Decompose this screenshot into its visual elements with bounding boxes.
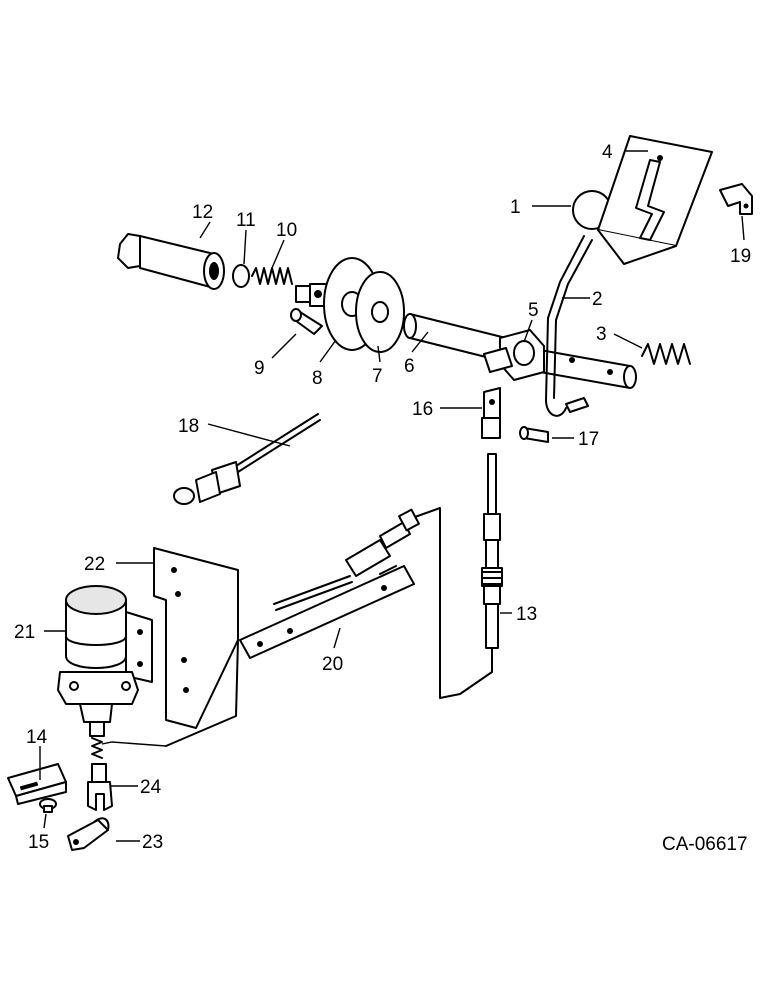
part-2-lever	[545, 235, 593, 417]
part-6-shaft	[403, 313, 637, 389]
callout-18: 18	[178, 416, 199, 437]
callout-16: 16	[412, 399, 433, 420]
callout-17: 17	[578, 429, 599, 450]
callout-4: 4	[602, 142, 613, 163]
callout-9: 9	[254, 358, 265, 379]
part-7-plate	[355, 271, 405, 353]
callout-labels: 1 2 3 4 5 6 7 8 9 10 11 12 13 14 15 16 1…	[14, 142, 751, 853]
callout-3: 3	[596, 324, 607, 345]
part-22-bracket	[101, 547, 239, 747]
hub	[295, 283, 333, 307]
callout-23: 23	[142, 832, 163, 853]
callout-19: 19	[730, 246, 751, 267]
cable-end-upper	[273, 508, 420, 611]
callout-11: 11	[236, 210, 256, 231]
part-3-spring	[641, 343, 691, 365]
callout-14: 14	[26, 727, 48, 748]
callout-10: 10	[276, 220, 297, 241]
callout-1: 1	[510, 197, 521, 218]
part-9-pin	[290, 308, 323, 335]
part-20-strap	[239, 565, 415, 659]
part-10-spring	[251, 267, 293, 285]
callout-22: 22	[84, 554, 105, 575]
callout-2: 2	[592, 289, 603, 310]
part-13-cable	[411, 453, 503, 699]
reference-code: CA-06617	[662, 834, 748, 855]
callout-6: 6	[404, 356, 415, 377]
callout-5: 5	[528, 300, 539, 321]
part-24-yoke	[87, 763, 113, 811]
leader-lines	[39, 150, 745, 842]
callout-21: 21	[14, 622, 35, 643]
callout-8: 8	[312, 368, 323, 389]
callout-24: 24	[140, 777, 162, 798]
part-14-plate	[7, 763, 67, 805]
callout-15: 15	[28, 832, 49, 853]
part-15-screw	[39, 798, 57, 813]
callout-13: 13	[516, 604, 537, 625]
part-4-bracket	[597, 135, 713, 265]
part-21-solenoid	[57, 585, 153, 759]
callout-7: 7	[372, 366, 383, 387]
part-18-rod	[173, 413, 321, 505]
part-17-bolt	[519, 397, 589, 443]
callout-20: 20	[322, 654, 343, 675]
part-19-clip	[719, 183, 753, 215]
part-16-clevis	[481, 387, 501, 439]
part-23-clip	[67, 817, 110, 851]
part-12-grip	[117, 233, 225, 290]
part-11-ring	[232, 264, 250, 288]
part-5-clamp	[483, 329, 545, 381]
callout-12: 12	[192, 202, 213, 223]
